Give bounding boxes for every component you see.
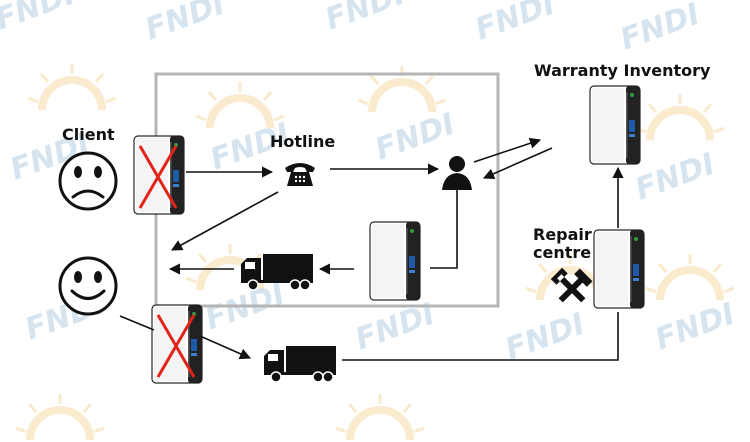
warranty-inventory-label: Warranty Inventory [534, 61, 711, 80]
arrow-hotline-to-client [171, 191, 279, 251]
truck-icon [240, 253, 314, 291]
line-client-to-return [119, 315, 155, 331]
sad-face-icon [58, 151, 118, 211]
happy-face-icon [58, 256, 118, 316]
telephone-icon [285, 163, 315, 186]
arrow-return-to-truck [199, 335, 252, 360]
line-truck-to-repair [342, 312, 619, 361]
truck-icon [263, 345, 337, 383]
warranty-inventory-device [589, 85, 641, 165]
broken-device-client [133, 135, 185, 215]
person-silhouette-icon [442, 156, 472, 190]
line-agent-to-device [430, 190, 458, 269]
hotline-label: Hotline [270, 132, 336, 151]
client-label: Client [62, 125, 115, 144]
arrow-agent-to-inventory [473, 137, 542, 163]
replacement-device [369, 221, 421, 301]
broken-device-returned [151, 304, 203, 384]
arrow-inventory-to-agent [482, 147, 553, 180]
repair-centre-label-line1: Repair [533, 225, 592, 244]
repair-centre-device [593, 229, 645, 309]
repair-centre-label-line2: centre [533, 243, 592, 262]
